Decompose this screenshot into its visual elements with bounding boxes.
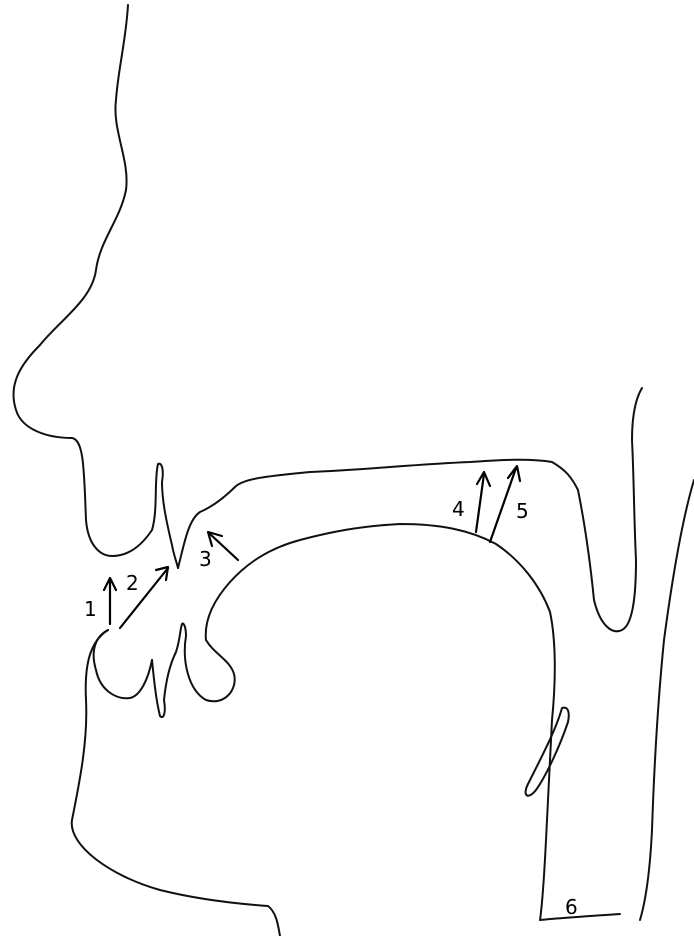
epiglottis xyxy=(526,708,569,796)
label-5: 5 xyxy=(516,499,529,523)
palate-outline xyxy=(178,388,642,631)
chin-jaw-outline xyxy=(72,630,280,936)
label-6: 6 xyxy=(565,895,578,919)
label-2: 2 xyxy=(126,571,139,595)
arrow-1 xyxy=(104,578,116,624)
label-4: 4 xyxy=(452,497,465,521)
lower-teeth xyxy=(152,624,186,717)
face-profile-outline xyxy=(13,5,152,556)
label-1: 1 xyxy=(84,597,97,621)
pharynx-back-wall xyxy=(640,480,694,920)
arrow-4 xyxy=(476,472,490,532)
arrow-3 xyxy=(208,532,238,560)
upper-teeth xyxy=(152,464,178,568)
tongue-outline xyxy=(185,524,555,920)
label-3: 3 xyxy=(199,547,212,571)
larynx-base xyxy=(540,914,620,920)
lower-lip xyxy=(94,630,152,698)
